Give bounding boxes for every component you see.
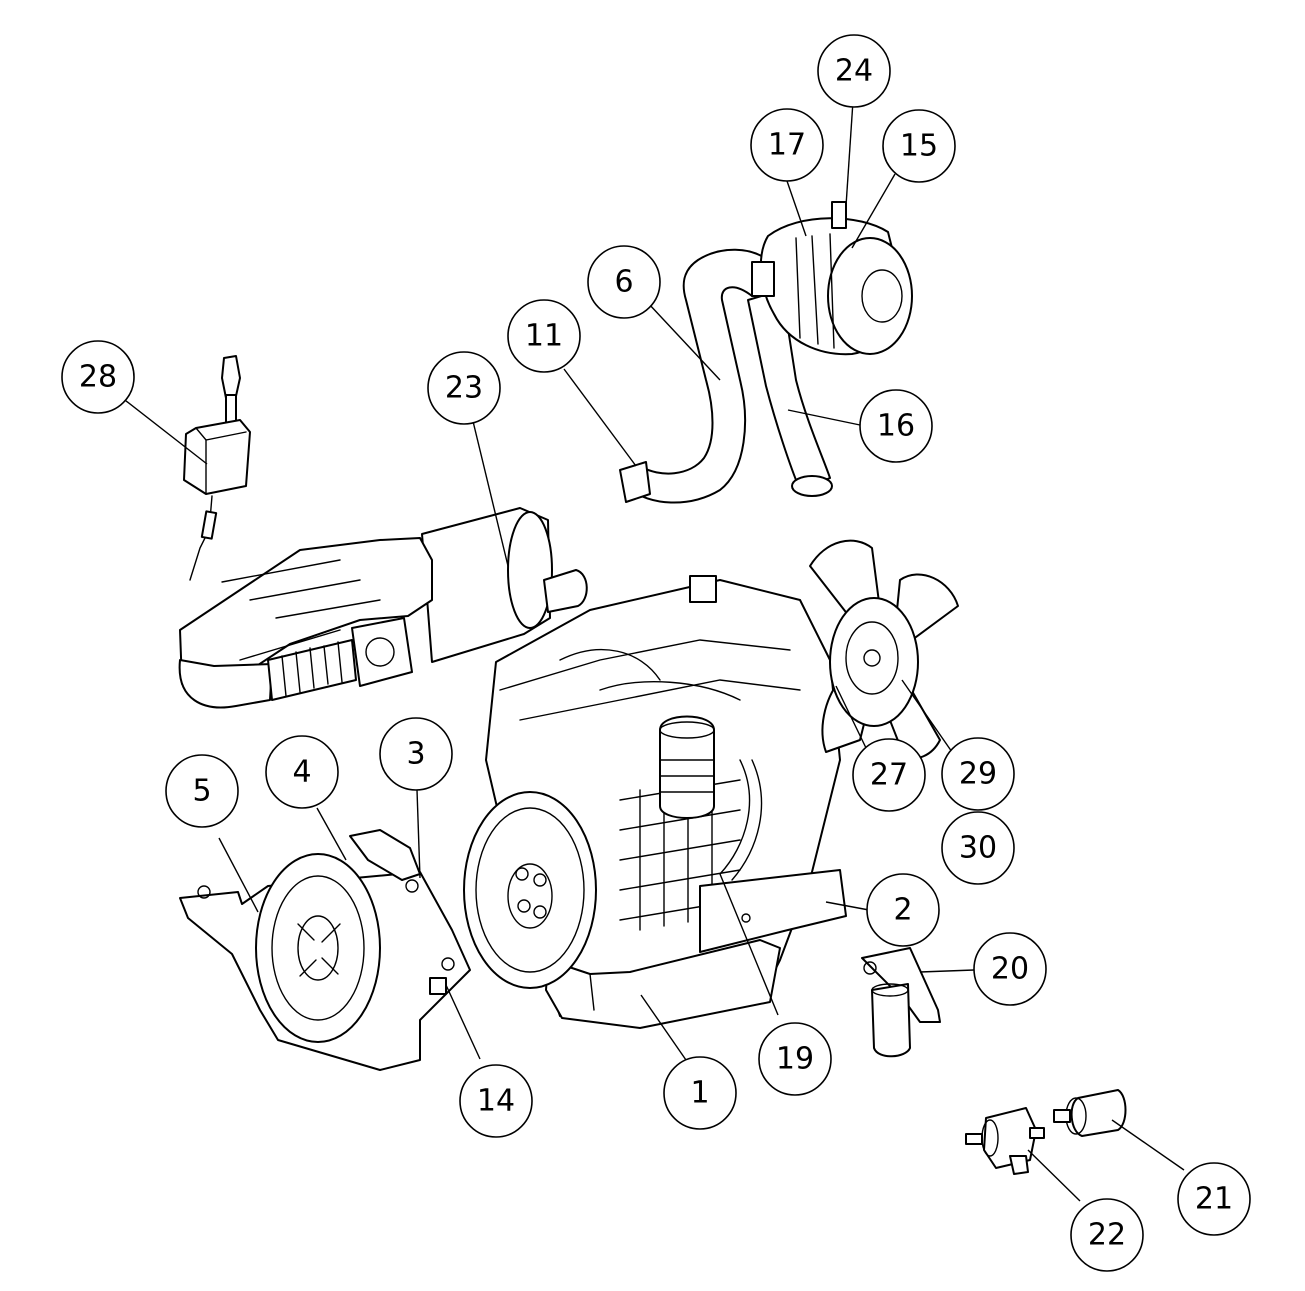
callout-label: 28 <box>79 360 117 395</box>
cooling-fan <box>809 539 959 760</box>
callout-bubble-14: 14 <box>459 1064 533 1138</box>
callout-label: 17 <box>768 128 806 163</box>
callout-label: 27 <box>870 758 908 793</box>
fuel-filter <box>861 947 941 1058</box>
callout-label: 15 <box>900 129 938 164</box>
callout-label: 4 <box>292 755 311 790</box>
callout-label: 2 <box>893 893 912 928</box>
callout-label: 11 <box>525 319 563 354</box>
callout-bubble-1: 1 <box>663 1056 737 1130</box>
callout-label: 19 <box>776 1042 814 1077</box>
callout-bubble-4: 4 <box>265 735 339 809</box>
callout-bubble-21: 21 <box>1177 1162 1251 1236</box>
callout-label: 22 <box>1088 1218 1126 1253</box>
fuel-pump <box>965 1107 1045 1175</box>
callout-bubble-6: 6 <box>587 245 661 319</box>
air-filter <box>751 201 913 356</box>
callout-bubble-27: 27 <box>852 738 926 812</box>
callout-bubble-23: 23 <box>427 351 501 425</box>
callout-bubble-28: 28 <box>61 340 135 414</box>
callout-bubble-17: 17 <box>750 108 824 182</box>
intake-hoses <box>619 248 833 504</box>
throttle-control <box>183 355 251 581</box>
callout-bubble-2: 2 <box>866 873 940 947</box>
flywheel <box>463 791 597 989</box>
callout-label: 30 <box>959 831 997 866</box>
callout-bubble-15: 15 <box>882 109 956 183</box>
engine-mount-bracket <box>699 869 847 953</box>
callout-label: 20 <box>991 952 1029 987</box>
fuel-hose <box>719 759 763 881</box>
callout-label: 21 <box>1195 1182 1233 1217</box>
callout-bubble-16: 16 <box>859 389 933 463</box>
callout-bubble-19: 19 <box>758 1022 832 1096</box>
callout-label: 6 <box>614 265 633 300</box>
callout-bubble-24: 24 <box>817 34 891 108</box>
callout-label: 23 <box>445 371 483 406</box>
callout-label: 1 <box>690 1076 709 1111</box>
exhaust-muffler <box>178 507 588 709</box>
leader-lines <box>120 100 1185 1202</box>
callout-label: 29 <box>959 757 997 792</box>
callout-label: 5 <box>192 774 211 809</box>
callout-label: 3 <box>406 737 425 772</box>
callout-bubble-30: 30 <box>941 811 1015 885</box>
callout-bubble-29: 29 <box>941 737 1015 811</box>
callout-bubble-20: 20 <box>973 932 1047 1006</box>
callout-bubble-5: 5 <box>165 754 239 828</box>
callout-label: 14 <box>477 1084 515 1119</box>
callout-bubble-3: 3 <box>379 717 453 791</box>
inline-fuel-filter <box>1053 1089 1127 1137</box>
callout-bubble-11: 11 <box>507 299 581 373</box>
callout-label: 24 <box>835 54 873 89</box>
callout-bubble-22: 22 <box>1070 1198 1144 1272</box>
bell-housing <box>179 829 471 1071</box>
callout-label: 16 <box>877 409 915 444</box>
